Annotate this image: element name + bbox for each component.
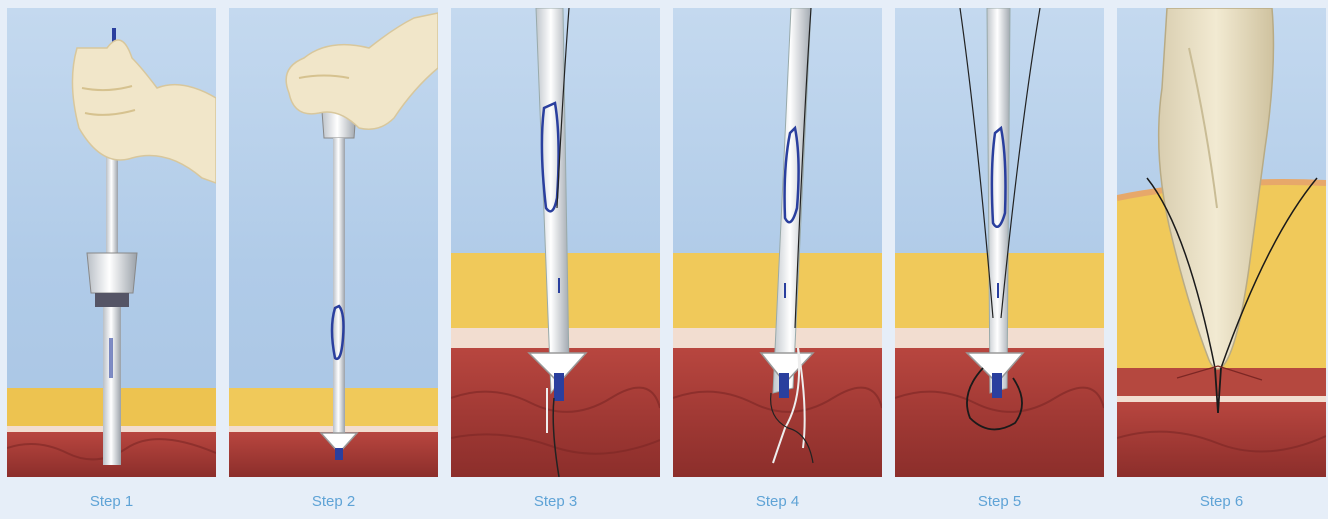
step-3-image <box>451 8 660 477</box>
step-1-illustration <box>7 8 216 477</box>
step-4-image <box>673 8 882 477</box>
step-6-illustration <box>1117 8 1326 477</box>
step-4-illustration <box>673 8 882 477</box>
step-6-caption: Step 6 <box>1117 493 1326 511</box>
step-1-caption: Step 1 <box>7 493 216 511</box>
step-6-image <box>1117 8 1326 477</box>
step-3-illustration <box>451 8 660 477</box>
step-5-caption: Step 5 <box>895 493 1104 511</box>
step-3-caption: Step 3 <box>451 493 660 511</box>
step-5-image <box>895 8 1104 477</box>
step-2-illustration <box>229 8 438 477</box>
step-4-caption: Step 4 <box>673 493 882 511</box>
step-2-caption: Step 2 <box>229 493 438 511</box>
step-5-illustration <box>895 8 1104 477</box>
step-1-image <box>7 8 216 477</box>
step-2-image <box>229 8 438 477</box>
